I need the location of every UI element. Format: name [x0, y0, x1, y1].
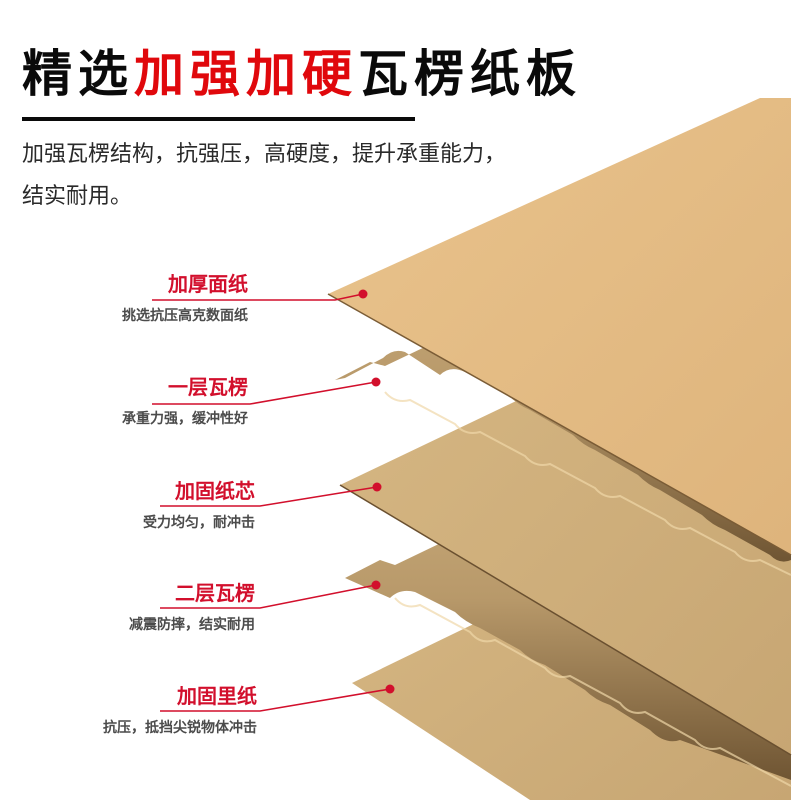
leader-dot-5 — [385, 684, 395, 694]
page-title: 精选加强加硬瓦楞纸板 — [22, 44, 582, 104]
callout-title: 一层瓦楞 — [168, 375, 248, 399]
callout-title: 二层瓦楞 — [175, 581, 255, 605]
leader-line-5 — [160, 688, 391, 712]
top-face-layer — [327, 98, 792, 556]
callout-desc: 挑选抗压高克数面纸 — [122, 308, 248, 324]
callout-title: 加厚面纸 — [168, 272, 248, 296]
subtitle: 加强瓦楞结构，抗强压，高硬度，提升承重能力， 结实耐用。 — [22, 134, 622, 218]
title-suffix: 瓦楞纸板 — [358, 45, 582, 103]
leader-dot-2 — [371, 377, 381, 387]
leader-line-4 — [160, 584, 377, 609]
callout-title: 加固里纸 — [177, 684, 257, 708]
callout-first-flute: 一层瓦楞 承重力强，缓冲性好 — [122, 374, 248, 430]
leader-dot-3 — [372, 482, 382, 492]
leader-line-3 — [160, 486, 378, 507]
callout-desc: 承重力强，缓冲性好 — [122, 411, 248, 427]
leader-dot-1 — [358, 289, 368, 299]
leader-line-1 — [152, 293, 364, 301]
callout-desc: 抗压，抵挡尖锐物体冲击 — [103, 720, 257, 736]
title-prefix: 精选 — [22, 45, 134, 103]
subtitle-line-1: 加强瓦楞结构，抗强压，高硬度，提升承重能力， — [22, 142, 507, 167]
callout-face-paper: 加厚面纸 挑选抗压高克数面纸 — [122, 271, 248, 327]
subtitle-line-2: 结实耐用。 — [22, 184, 133, 209]
callout-second-flute: 二层瓦楞 减震防摔，结实耐用 — [129, 580, 255, 636]
callout-desc: 减震防摔，结实耐用 — [129, 617, 255, 633]
callout-inner-liner: 加固里纸 抗压，抵挡尖锐物体冲击 — [103, 683, 257, 739]
title-underline — [22, 117, 415, 121]
leader-line-2 — [152, 381, 377, 405]
callout-leaders — [152, 289, 395, 712]
title-highlight: 加强加硬 — [134, 45, 358, 103]
callout-core-paper: 加固纸芯 受力均匀，耐冲击 — [143, 478, 255, 534]
callout-desc: 受力均匀，耐冲击 — [143, 515, 255, 531]
callout-title: 加固纸芯 — [175, 479, 255, 503]
leader-dot-4 — [371, 580, 381, 590]
